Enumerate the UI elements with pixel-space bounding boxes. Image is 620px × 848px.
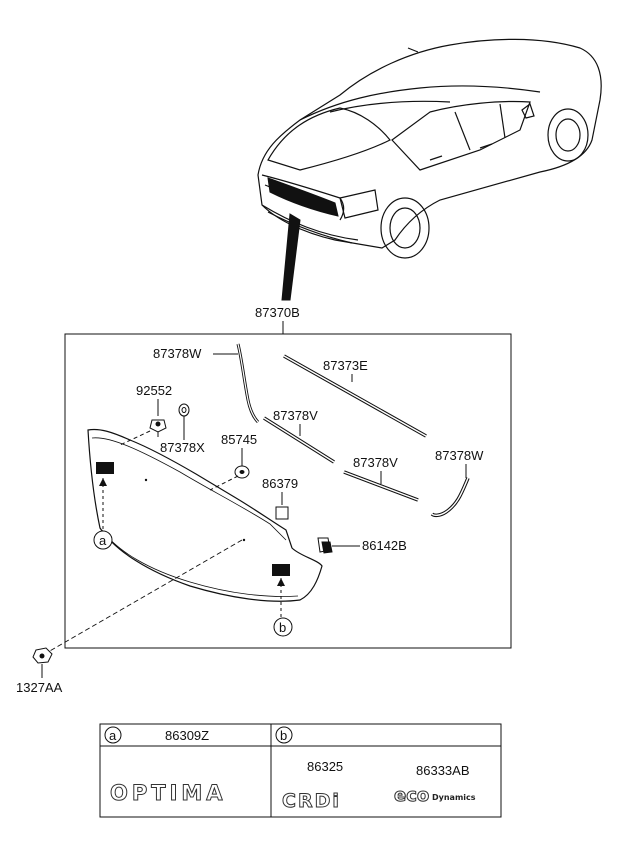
table-part-86333AB: 86333AB [416,763,470,778]
label-86142B: 86142B [362,538,407,553]
callout-a-circle [93,530,113,550]
callout-a-label: a [99,533,107,548]
label-86379: 86379 [262,476,298,491]
garnish-highlight [267,177,339,217]
label-1327AA: 1327AA [16,680,63,695]
label-87378V-left: 87378V [273,408,318,423]
pointer-wedge [281,213,301,301]
emblem-optima: OPTIMA [110,781,227,805]
washer-87378X-icon [178,403,190,417]
table-part-86309Z: 86309Z [165,728,209,743]
table-marker-a-label: a [109,728,117,743]
label-87378X: 87378X [160,440,205,455]
clip-86379-icon [275,506,289,520]
table-part-86325: 86325 [307,759,343,774]
emblem-dynamics: Dynamics [432,793,476,802]
label-87378W-left: 87378W [153,346,202,361]
label-87373E: 87373E [323,358,368,373]
table-marker-a [104,726,122,744]
nut-1327AA-icon [32,647,53,664]
emblem-eco: eco [394,785,429,806]
label-92552: 92552 [136,383,172,398]
car-illustration [257,38,602,259]
table-marker-b-label: b [280,728,287,743]
emblem-crdi: CRDi [282,790,341,812]
label-85745: 85745 [221,432,257,447]
label-87370B: 87370B [255,305,300,320]
bolt-92552-icon [149,419,167,437]
label-87378V-right: 87378V [353,455,398,470]
assembly-box [64,333,512,649]
table-marker-b [275,726,293,744]
grommet-85745-icon [234,465,250,479]
clip-86142B-icon [317,537,333,554]
emblem-table: a 86309Z b OPTIMA 86325 CRDi 86333AB eco… [99,723,502,818]
callout-b-label: b [279,620,286,635]
label-87378W-right: 87378W [435,448,484,463]
callout-b-circle [273,617,293,637]
